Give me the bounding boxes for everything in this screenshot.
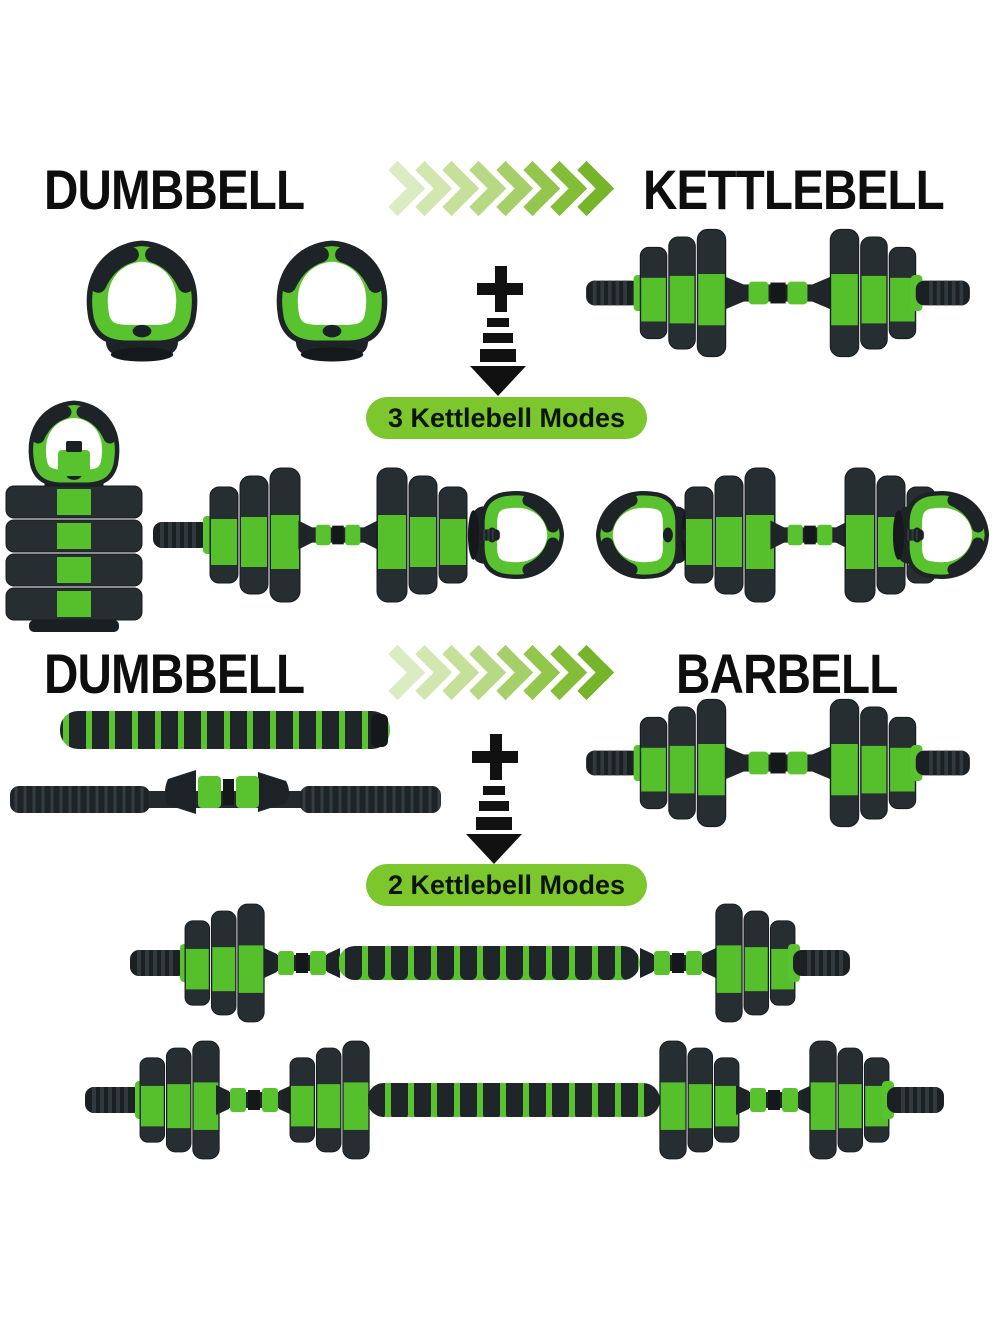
plus-icon: [477, 266, 523, 312]
long-barbell-figure: [85, 1040, 944, 1160]
dashed-down-arrow-icon: [470, 318, 526, 396]
transform-arrow: [369, 158, 618, 218]
kettlebell-modes-badge: 2 Kettlebell Modes: [366, 864, 648, 906]
dumbbell-figure: [586, 229, 970, 356]
threaded-bar-figure: [10, 770, 441, 814]
dumbbell-two-handles-figure: [607, 467, 979, 603]
kettlebell-section-from-title: DUMBBELL: [44, 158, 305, 221]
stacked-kettlebell-figure: [5, 411, 143, 632]
dumbbell-figure: [586, 699, 970, 826]
dumbbell-one-handle-figure: [153, 467, 553, 603]
dashed-down-arrow-icon: [466, 786, 522, 864]
kettlebell-modes-badge: 3 Kettlebell Modes: [366, 397, 648, 439]
barbell-section-from-title: DUMBBELL: [44, 642, 305, 705]
short-barbell-figure: [130, 903, 850, 1023]
transform-arrow: [369, 642, 618, 702]
plus-icon: [472, 734, 518, 780]
kettlebell-handle-figure: [288, 254, 375, 362]
kettlebell-section-to-title: KETTLEBELL: [643, 158, 945, 221]
barbell-section-to-title: BARBELL: [676, 642, 898, 705]
kettlebell-handle-figure: [98, 254, 185, 362]
foam-connector-bar-figure: [60, 711, 390, 749]
